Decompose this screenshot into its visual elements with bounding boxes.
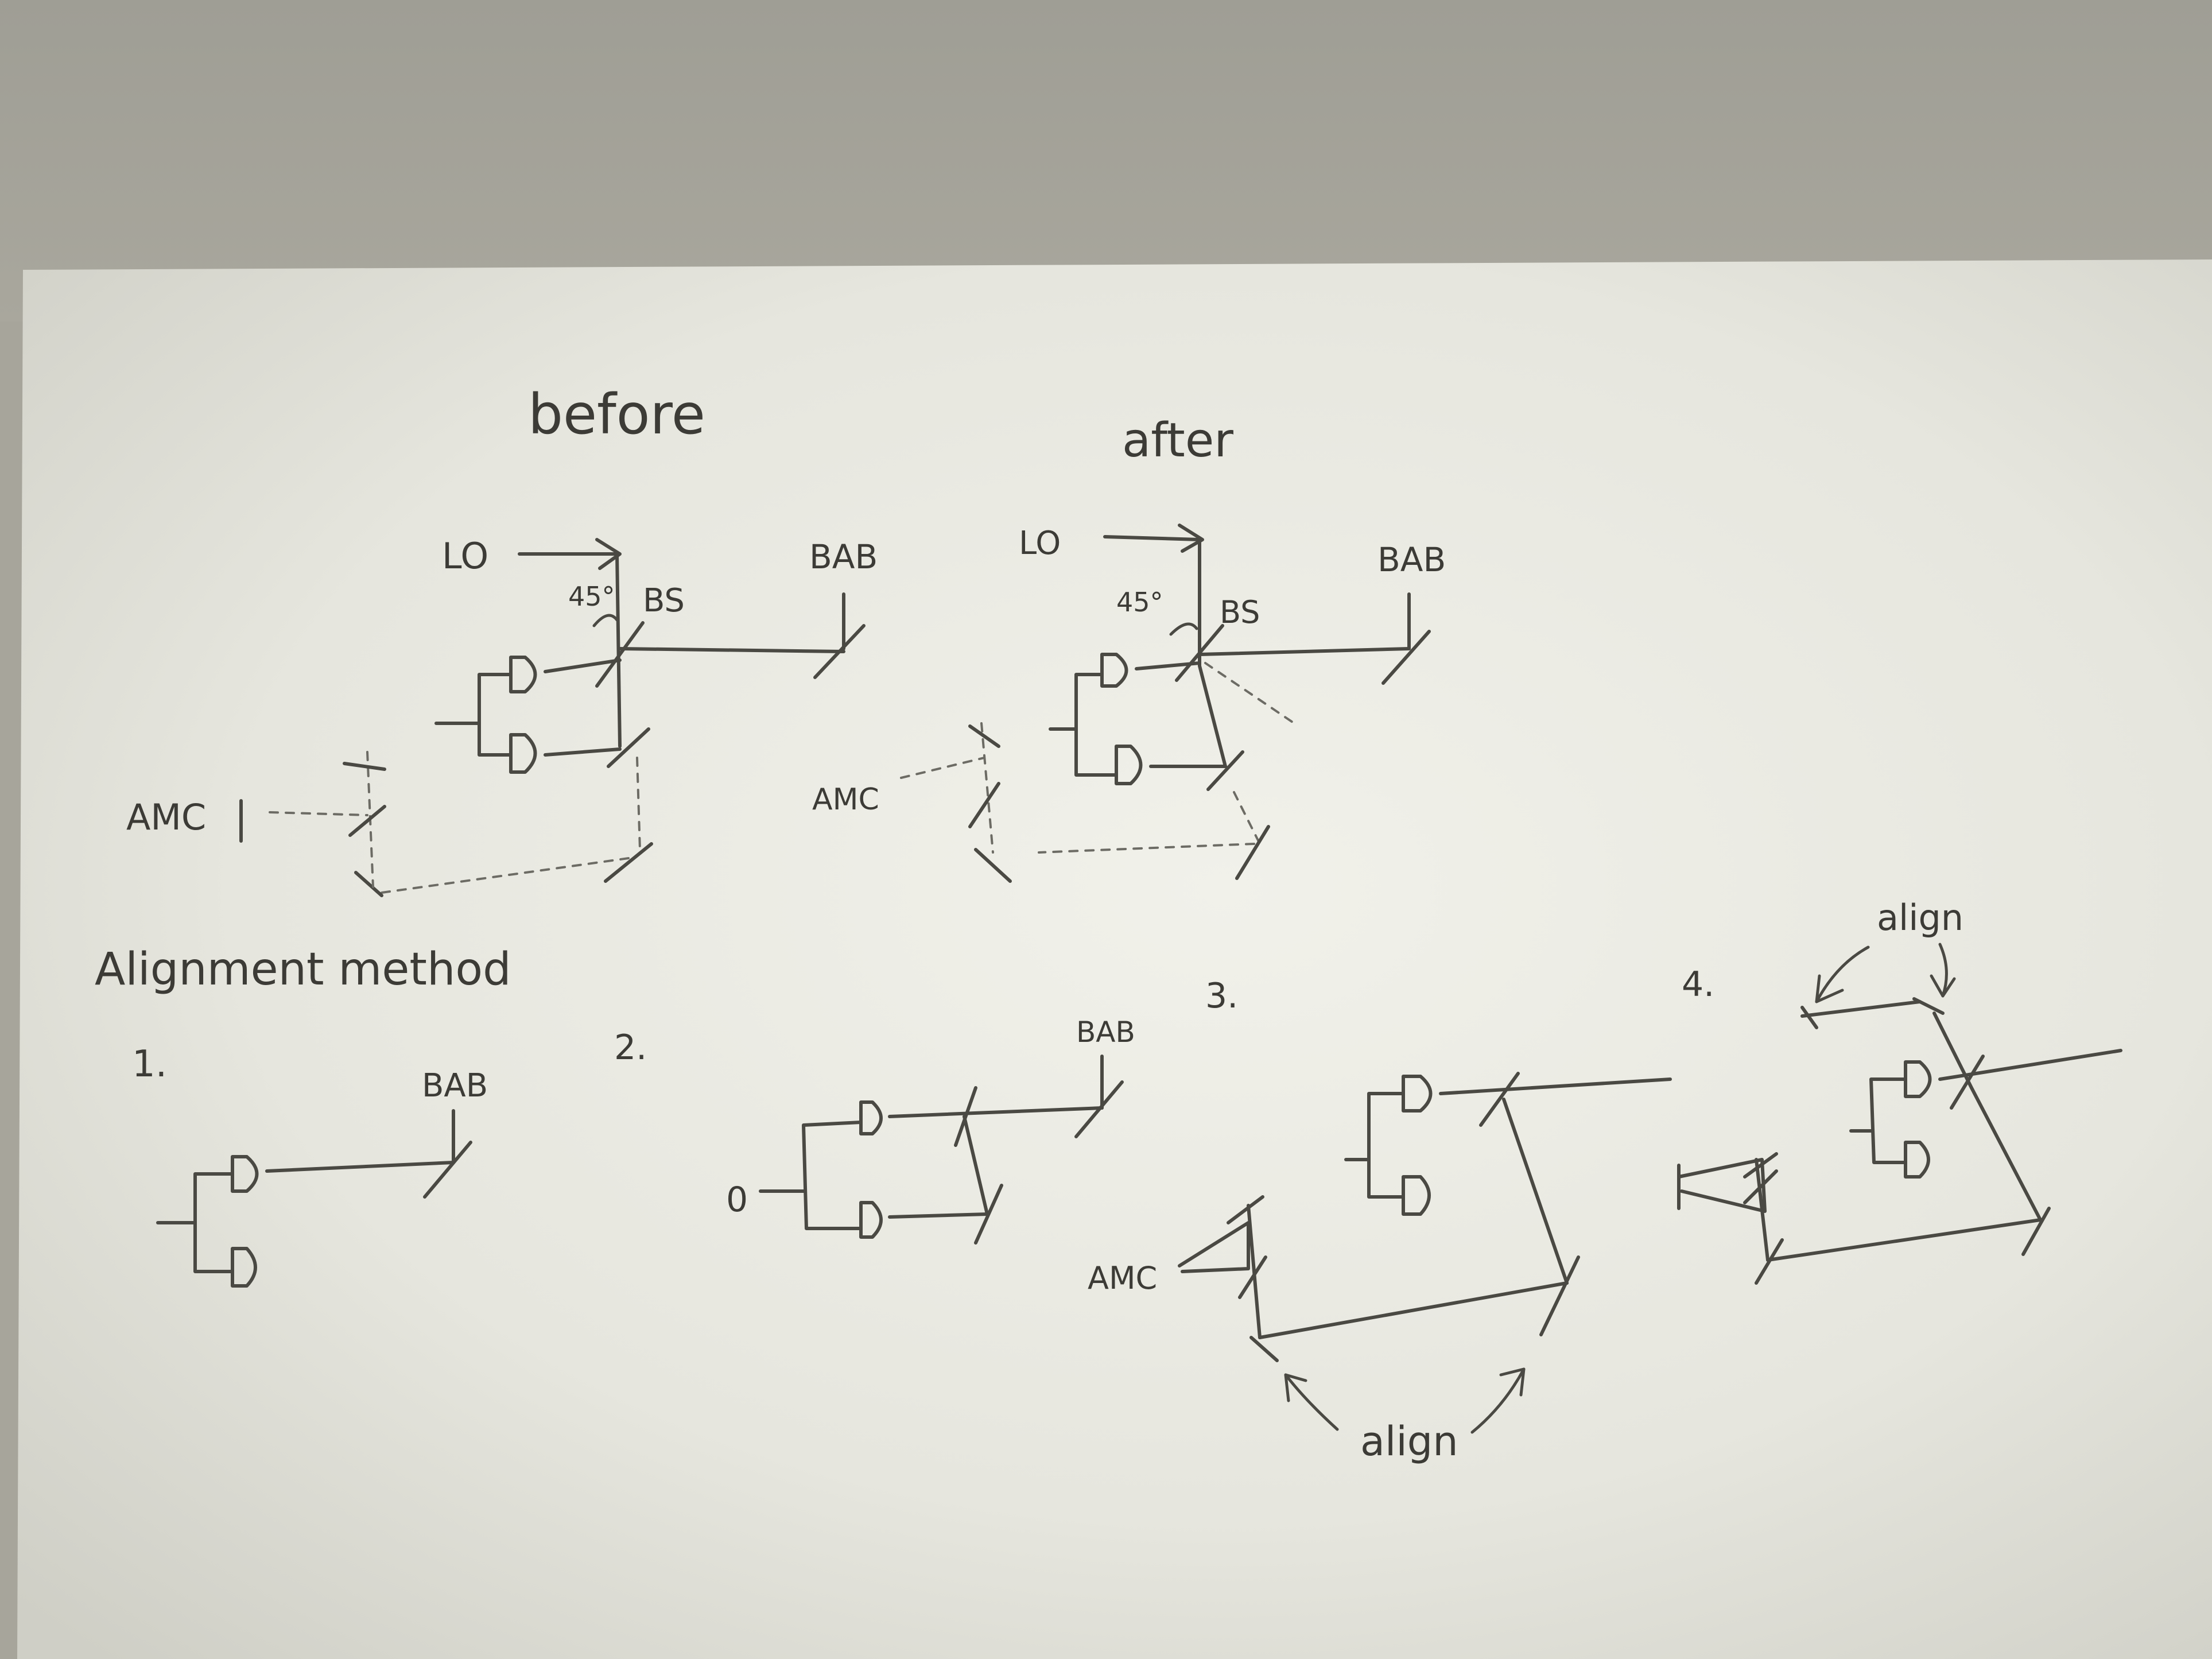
step-2-zero-label: 0 — [726, 1180, 748, 1220]
step-4-align-label: align — [1877, 897, 1963, 939]
step-3-amc-label: AMC — [1088, 1260, 1157, 1296]
after-lo-beam — [1103, 535, 1227, 768]
after-bs-label: BS — [1220, 594, 1260, 630]
step-3-number: 3. — [1205, 976, 1238, 1016]
step-4-detector-bottom — [1904, 1141, 1930, 1179]
after-bab-beam — [1198, 647, 1411, 656]
paper-sheet — [17, 259, 2212, 1659]
step-2: 2. BAB 0 — [614, 1015, 1135, 1245]
after-title: after — [1122, 413, 1233, 468]
step-1-detector-bottom — [231, 1247, 257, 1288]
before-angle-label: 45° — [568, 581, 615, 612]
step-1-number: 1. — [132, 1043, 167, 1086]
before-bs — [595, 621, 645, 688]
alignment-method-heading: Alignment method — [95, 944, 511, 995]
step-1-detector-top — [231, 1155, 259, 1193]
before-amc-label: AMC — [126, 796, 206, 838]
step-1-bab-label: BAB — [422, 1067, 488, 1104]
step-1: 1. BAB — [132, 1043, 488, 1288]
step-3-detector-bottom — [1402, 1175, 1431, 1216]
before-detector-top — [509, 656, 537, 693]
before-bs-label: BS — [643, 582, 685, 619]
before-title: before — [528, 382, 705, 447]
after-diagram: after LO 45° BS BAB AMC — [812, 413, 1446, 883]
after-bab-mirror — [1381, 630, 1431, 685]
before-bab-mirror — [813, 624, 866, 679]
after-detector-bottom — [1115, 745, 1143, 785]
after-angle-label: 45° — [1116, 587, 1163, 618]
step-4: 4. align — [1677, 897, 2122, 1285]
step-2-detector-bottom — [859, 1201, 883, 1239]
step-2-detector-top — [859, 1100, 883, 1135]
after-amc-label: AMC — [812, 782, 879, 817]
step-3-detector-top — [1402, 1075, 1433, 1113]
before-diagram: before LO 45° BS BAB AMC — [126, 382, 878, 897]
step-3: 3. AMC align — [1088, 976, 1672, 1465]
step-4-number: 4. — [1682, 964, 1714, 1005]
step-2-bab-label: BAB — [1076, 1015, 1135, 1049]
step-3-align-label: align — [1360, 1418, 1458, 1465]
before-bab-beam — [618, 647, 845, 653]
step-2-number: 2. — [614, 1028, 647, 1068]
step-2-bab-mirror — [1074, 1080, 1124, 1138]
step-4-detector-top — [1904, 1060, 1932, 1098]
after-lo-label: LO — [1019, 525, 1061, 562]
after-bab-label: BAB — [1377, 540, 1446, 579]
before-bab-label: BAB — [809, 537, 878, 576]
before-detector-bottom — [509, 733, 537, 774]
before-lo-label: LO — [442, 535, 488, 577]
after-detector-top — [1100, 653, 1128, 688]
step-1-bab-mirror — [423, 1141, 472, 1199]
